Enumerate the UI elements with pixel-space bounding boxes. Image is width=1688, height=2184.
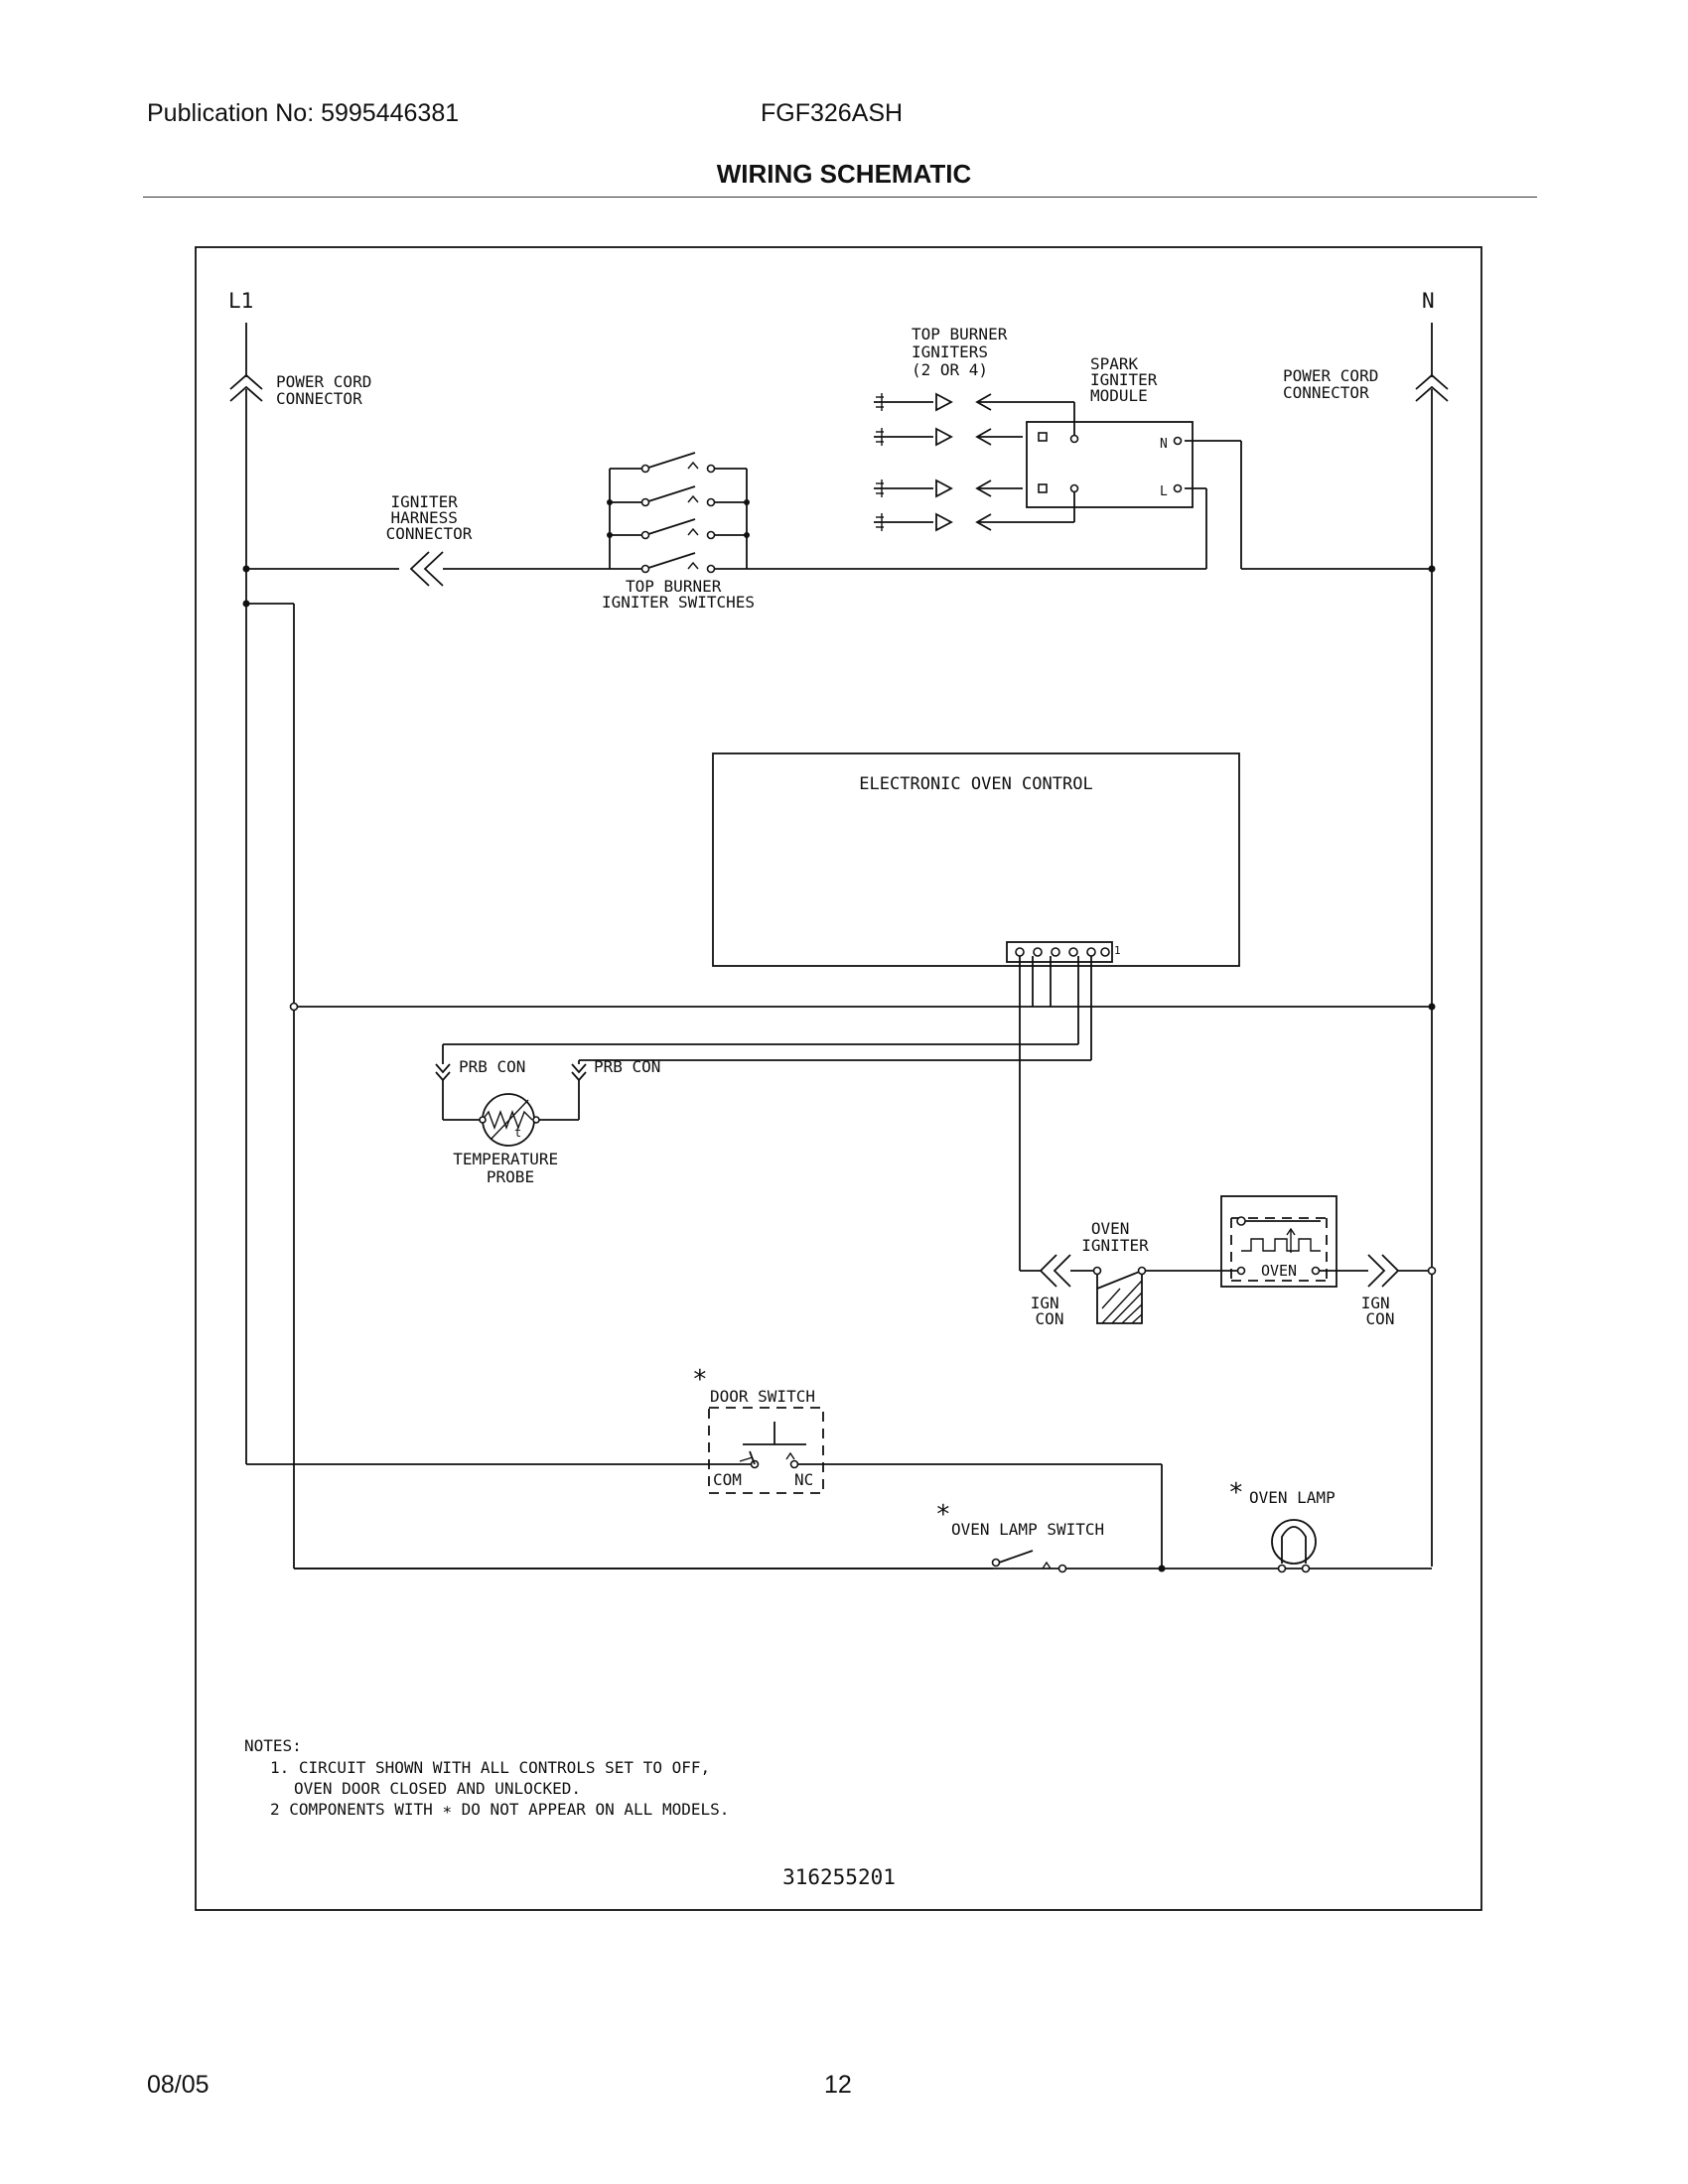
power-cord-right-label: POWER CORD CONNECTOR <box>1283 366 1388 402</box>
pin-1-label: 1 <box>1114 944 1121 957</box>
eoc-label: ELECTRONIC OVEN CONTROL <box>859 774 1092 794</box>
ign-con-left-label: IGN CON <box>1031 1294 1069 1328</box>
junction-l1-eoc <box>289 1002 299 1012</box>
oven-label: OVEN <box>1261 1262 1297 1280</box>
note-2: 2 COMPONENTS WITH ∗ DO NOT APPEAR ON ALL… <box>270 1800 729 1819</box>
junction-lamp <box>1158 1565 1166 1572</box>
eoc-connector <box>1006 941 1113 963</box>
junction-l1-igniter <box>242 565 250 573</box>
junction-n-igniter <box>1428 565 1436 573</box>
model-number: FGF326ASH <box>761 99 904 127</box>
n-label: N <box>1422 289 1435 313</box>
eoc-wires <box>294 956 1432 1271</box>
module-n-terminal-label: N <box>1160 437 1168 452</box>
oven-lamp-switch-label: OVEN LAMP SWITCH <box>951 1520 1104 1539</box>
top-burner-igniters-label: TOP BURNER IGNITERS (2 OR 4) <box>912 325 1017 379</box>
probe-t-label: t <box>514 1126 521 1140</box>
nc-terminal-label: NC <box>794 1470 813 1489</box>
power-cord-left-label: POWER CORD CONNECTOR <box>276 372 381 408</box>
spark-module-label: SPARK IGNITER MODULE <box>1090 354 1167 405</box>
note-1-cont: OVEN DOOR CLOSED AND UNLOCKED. <box>294 1779 581 1798</box>
page-title: WIRING SCHEMATIC <box>716 159 972 189</box>
note-1: 1. CIRCUIT SHOWN WITH ALL CONTROLS SET T… <box>270 1758 710 1777</box>
spark-igniter-module <box>1011 401 1194 522</box>
drawing-number: 316255201 <box>782 1865 896 1889</box>
prb-con-label-2: PRB CON <box>594 1057 660 1076</box>
door-switch-asterisk: * <box>692 1365 708 1395</box>
door-switch-label: DOOR SWITCH <box>710 1387 815 1406</box>
igniter-harness-label: IGNITER HARNESS CONNECTOR <box>386 492 473 543</box>
igniter-circuit-wire <box>246 440 1432 587</box>
oven-lamp <box>1271 1519 1317 1573</box>
notes: NOTES: 1. CIRCUIT SHOWN WITH ALL CONTROL… <box>244 1736 729 1819</box>
footer-page-number: 12 <box>824 2071 852 2099</box>
publication-number: Publication No: 5995446381 <box>147 99 460 127</box>
prb-con-label-1: PRB CON <box>459 1057 525 1076</box>
temperature-probe-label: TEMPERATURE PROBE <box>453 1150 568 1186</box>
schematic-frame <box>195 246 1482 1911</box>
top-burner-igniter-switches <box>607 452 750 574</box>
ign-con-right-label: IGN CON <box>1361 1294 1400 1328</box>
electronic-oven-control <box>712 752 1240 967</box>
lamp-switch-asterisk: * <box>935 1500 951 1530</box>
junction-n-oven <box>1427 1266 1437 1276</box>
junction-l1-branch <box>242 600 250 608</box>
module-l-terminal-label: L <box>1160 484 1168 499</box>
oven-lamp-switch <box>294 1550 1067 1573</box>
l1-rail <box>229 323 263 1464</box>
door-switch <box>246 1407 1163 1569</box>
oven-lamp-label: OVEN LAMP <box>1249 1488 1336 1507</box>
notes-heading: NOTES: <box>244 1736 302 1755</box>
oven-igniter-label: OVEN IGNITER <box>1081 1219 1149 1255</box>
l1-branch-wires <box>246 603 1432 1570</box>
l1-label: L1 <box>228 289 253 313</box>
junction-n-eoc <box>1428 1003 1436 1011</box>
top-burner-switches-label: TOP BURNER IGNITER SWITCHES <box>602 577 755 612</box>
n-rail <box>1415 323 1449 1567</box>
top-burner-igniters <box>874 392 1074 532</box>
footer-date: 08/05 <box>147 2071 210 2099</box>
header-rule <box>143 197 1537 198</box>
temperature-probe <box>435 1044 587 1147</box>
oven-lamp-asterisk: * <box>1228 1478 1244 1508</box>
com-terminal-label: COM <box>713 1470 742 1489</box>
oven-valve <box>1220 1195 1337 1288</box>
